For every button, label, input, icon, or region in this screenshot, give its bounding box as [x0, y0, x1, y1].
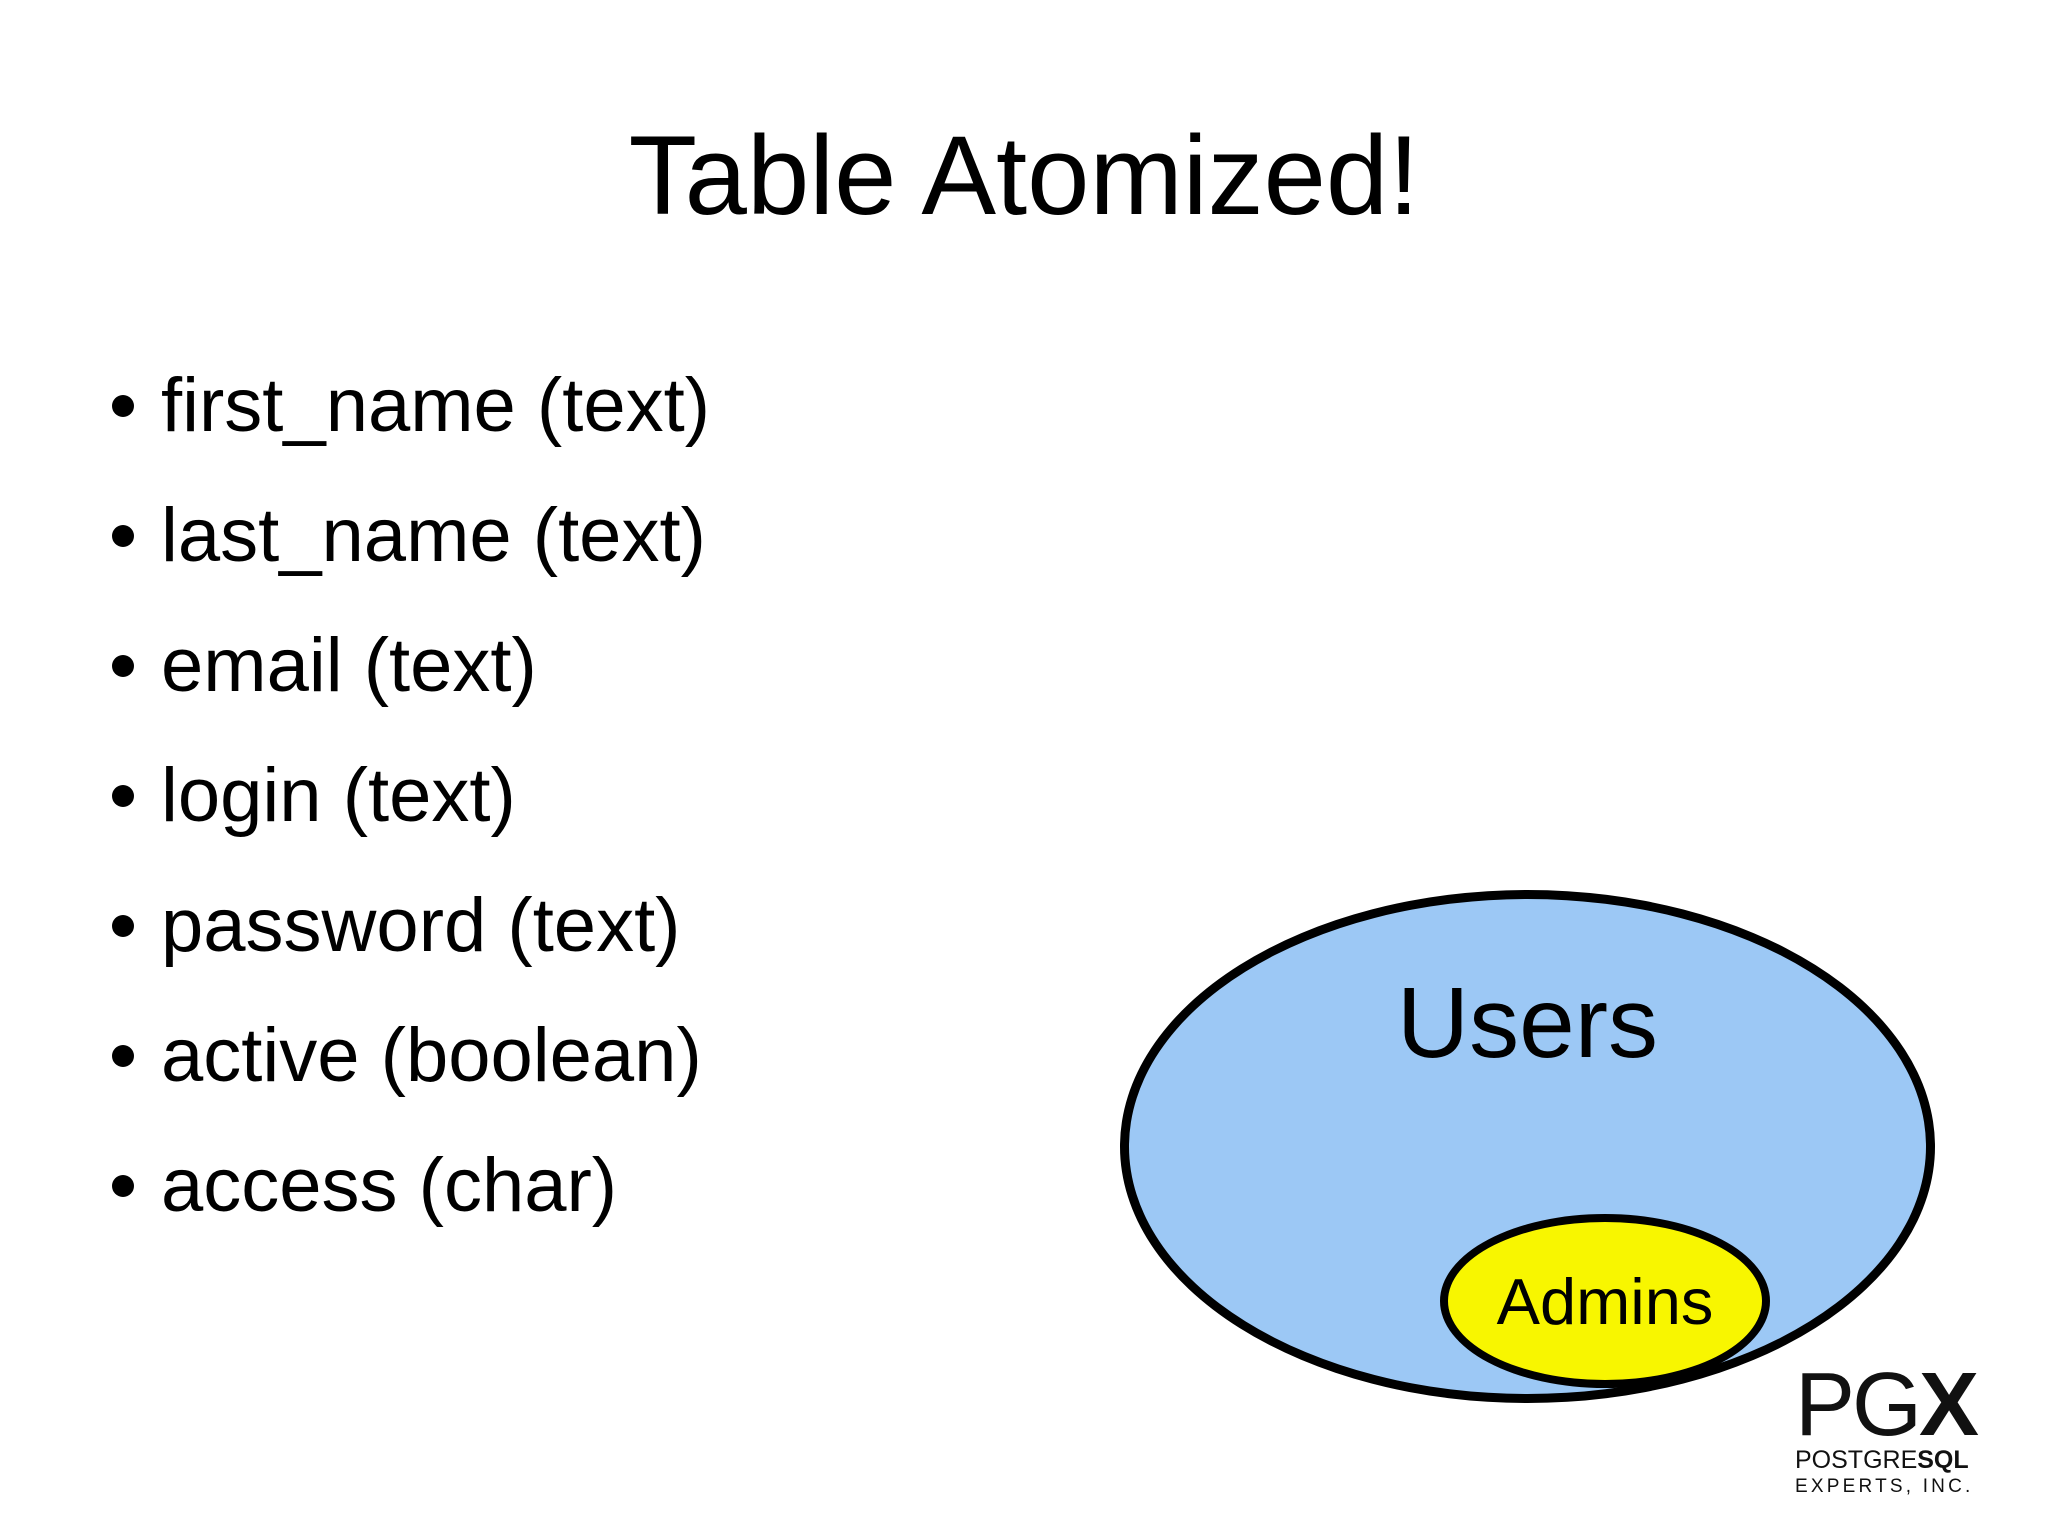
list-item: email (text)	[112, 601, 710, 731]
admins-subset-ellipse: Admins	[1440, 1214, 1770, 1388]
admins-subset-label: Admins	[1496, 1264, 1714, 1338]
list-item: last_name (text)	[112, 471, 710, 601]
pgx-logo-company: POSTGRESQL	[1795, 1448, 1980, 1473]
pgx-logo-acronym-bold: X	[1919, 1355, 1979, 1455]
pgx-logo: PGX POSTGRESQL EXPERTS, INC.	[1795, 1360, 1980, 1496]
list-item: active (boolean)	[112, 991, 710, 1121]
pgx-logo-company-bold: SQL	[1917, 1446, 1969, 1474]
users-set-label: Users	[1396, 967, 1659, 1079]
pgx-logo-acronym-regular: PG	[1795, 1355, 1922, 1455]
pgx-logo-subtitle: EXPERTS, INC.	[1795, 1476, 1974, 1497]
field-list: first_name (text) last_name (text) email…	[112, 341, 710, 1251]
list-item: login (text)	[112, 731, 710, 861]
pgx-logo-company-regular: POSTGRE	[1795, 1446, 1918, 1474]
pgx-logo-acronym: PGX	[1795, 1360, 1980, 1450]
list-item: password (text)	[112, 861, 710, 991]
list-item: access (char)	[112, 1121, 710, 1251]
page-title: Table Atomized!	[628, 113, 1420, 238]
list-item: first_name (text)	[112, 341, 710, 471]
